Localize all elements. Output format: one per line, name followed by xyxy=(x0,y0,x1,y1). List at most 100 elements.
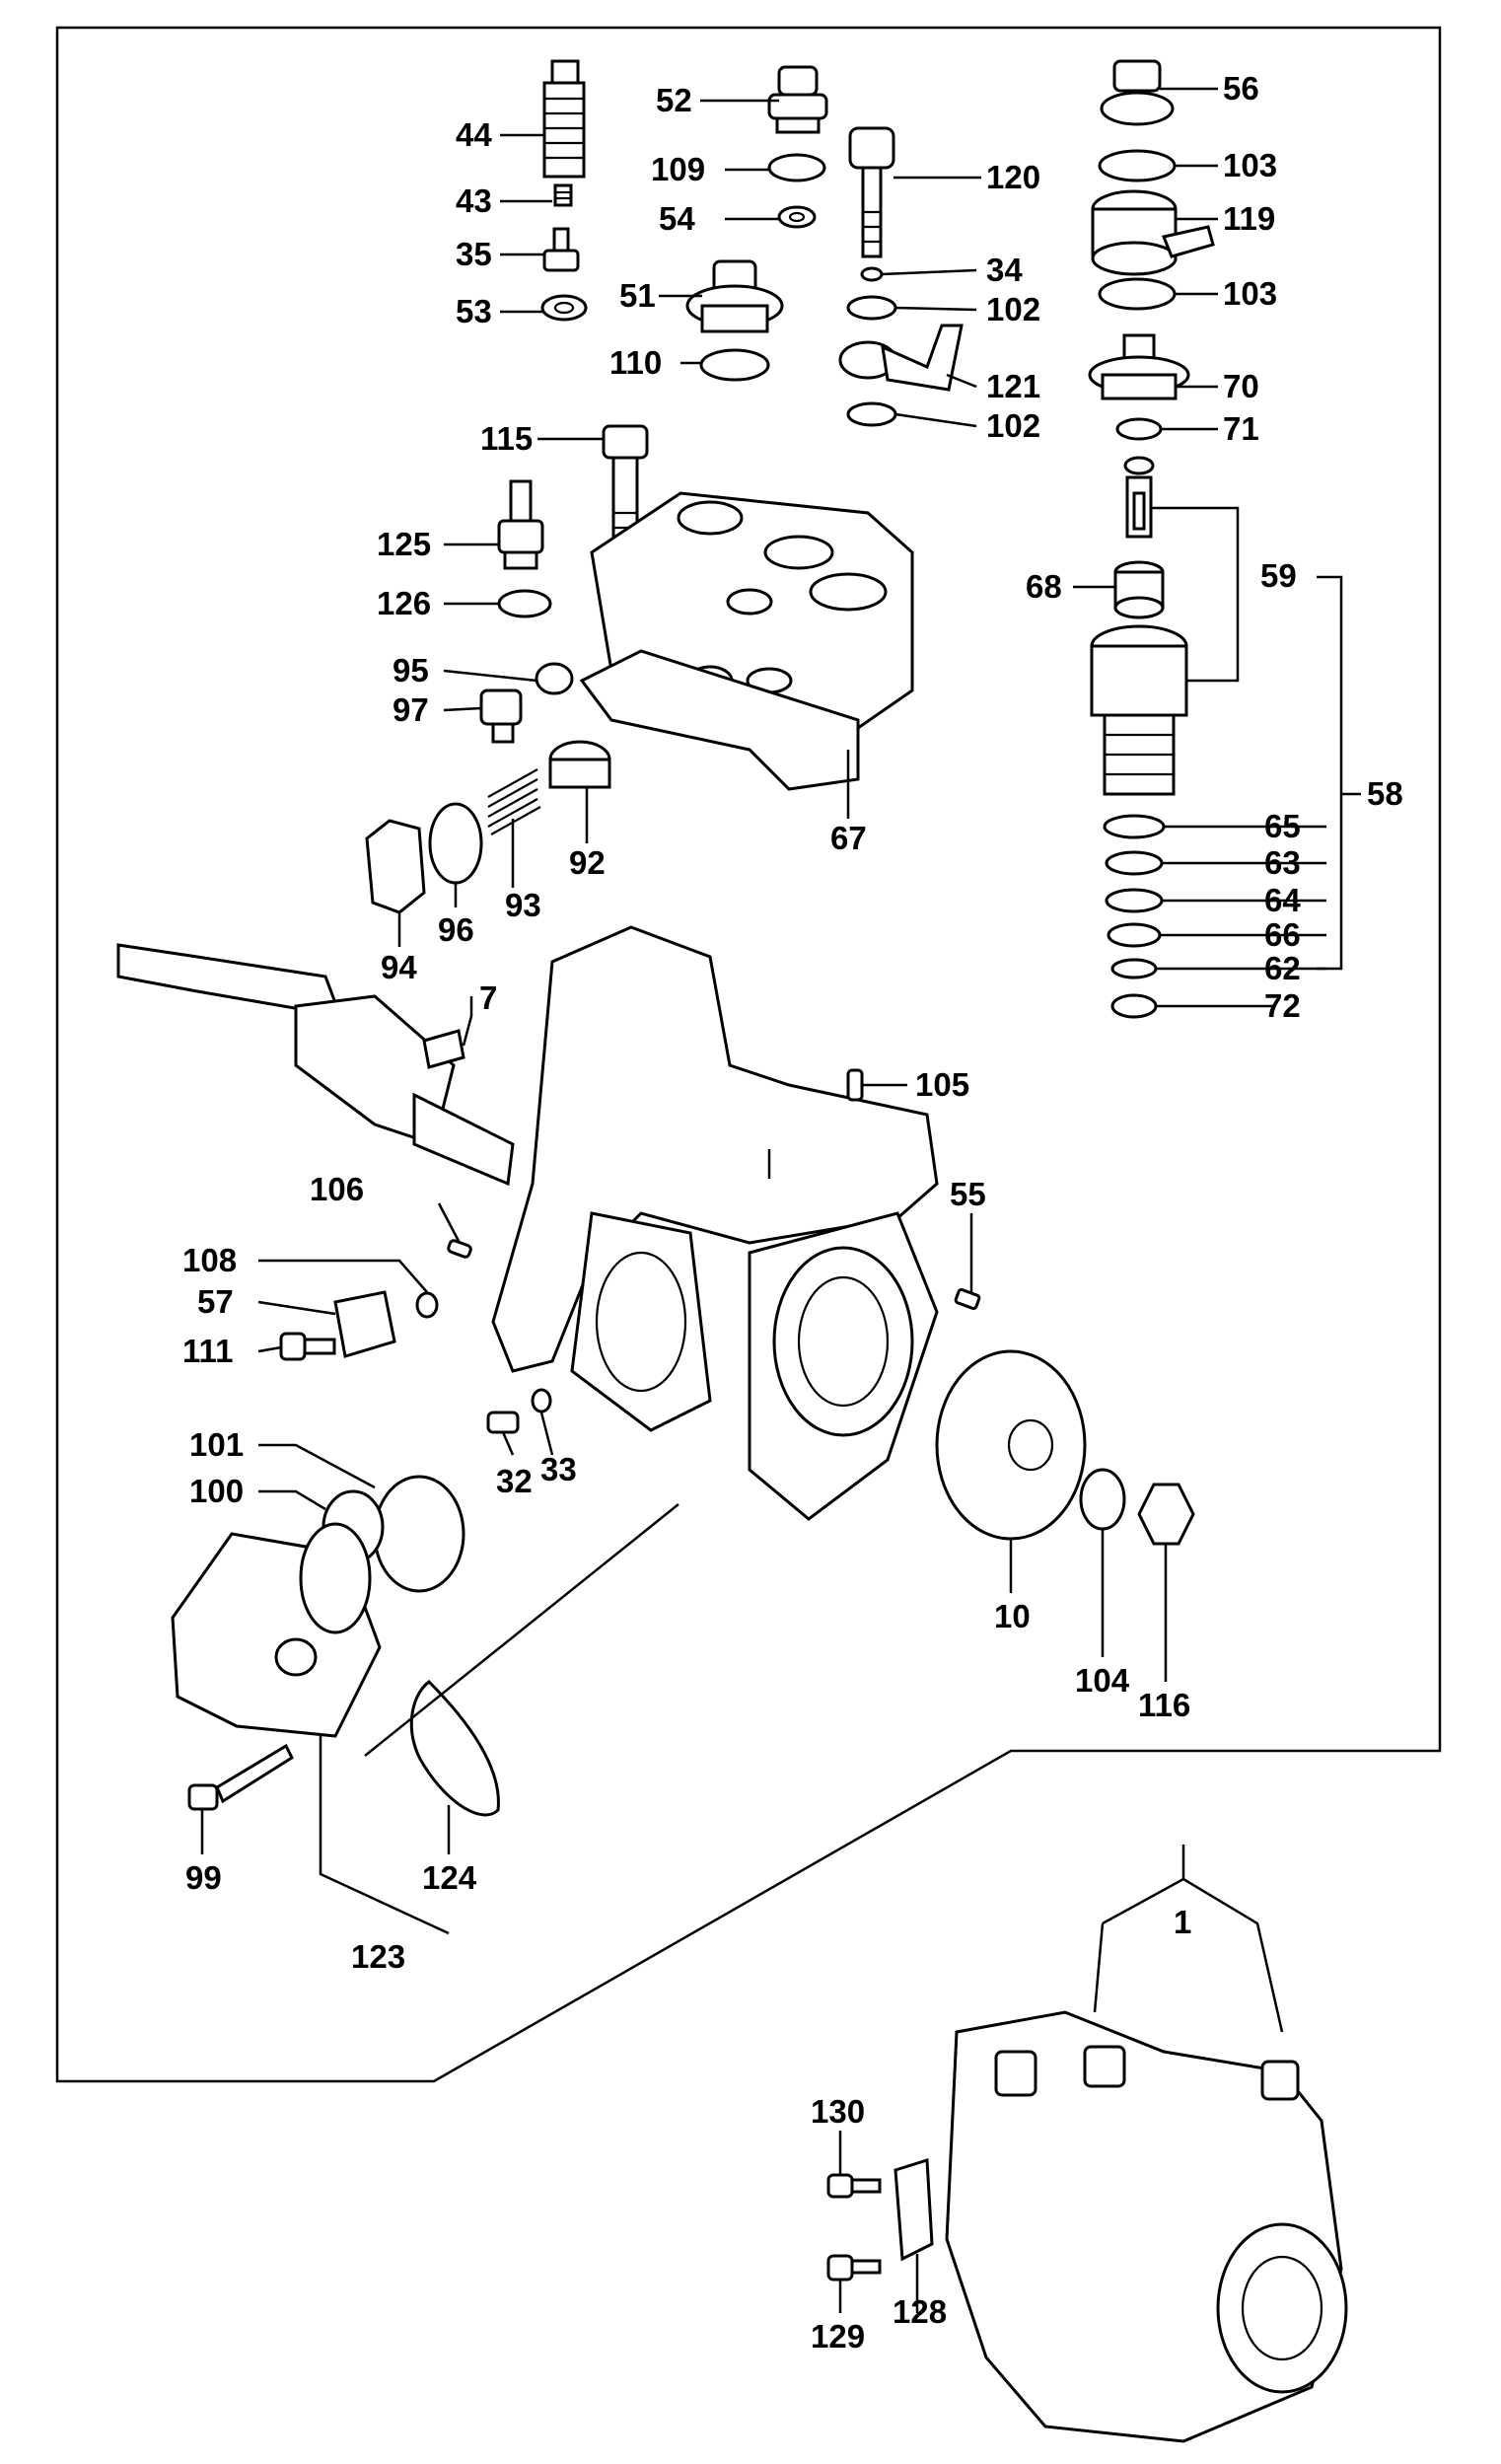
pump-housing xyxy=(491,925,939,1521)
part-32-screw xyxy=(486,1411,520,1434)
part-53-washer xyxy=(540,294,588,322)
part-102-gasket-upper xyxy=(846,295,897,321)
callout-125: 125 xyxy=(377,526,431,562)
callout-68: 68 xyxy=(1026,568,1062,605)
part-102-gasket-lower xyxy=(846,401,897,427)
callout-52: 52 xyxy=(656,82,692,118)
part-103-seal-upper xyxy=(1098,149,1177,182)
part-108-o-ring xyxy=(415,1291,439,1319)
part-109-o-ring xyxy=(767,153,826,182)
callout-104: 104 xyxy=(1075,1662,1130,1699)
callout-99: 99 xyxy=(185,1859,222,1896)
callout-126: 126 xyxy=(377,585,431,621)
callout-34: 34 xyxy=(986,252,1023,288)
callout-115: 115 xyxy=(480,420,533,457)
part-44-stud xyxy=(542,59,586,179)
callout-96: 96 xyxy=(438,911,474,948)
callout-102b: 102 xyxy=(986,407,1040,444)
callout-65: 65 xyxy=(1264,808,1301,844)
part-104-washer xyxy=(1079,1468,1126,1531)
part-125-fitting xyxy=(497,479,544,570)
callout-54: 54 xyxy=(659,200,695,237)
callout-116: 116 xyxy=(1138,1687,1190,1723)
callout-119: 119 xyxy=(1223,200,1275,237)
part-105-pin xyxy=(846,1068,864,1102)
part-56-plug xyxy=(1100,59,1175,126)
callout-105: 105 xyxy=(915,1066,969,1103)
callout-106: 106 xyxy=(310,1171,364,1207)
callout-51: 51 xyxy=(619,277,656,314)
part-121-banjo-fitting xyxy=(838,324,964,392)
callout-109: 109 xyxy=(651,151,705,187)
callout-62: 62 xyxy=(1264,950,1301,986)
part-52-plug xyxy=(767,65,828,134)
callout-59: 59 xyxy=(1260,557,1297,594)
part-126-washer xyxy=(497,589,552,618)
callout-58: 58 xyxy=(1367,775,1403,812)
callout-124: 124 xyxy=(422,1859,477,1896)
part-130-bolt xyxy=(826,2173,882,2199)
part-1-pump-assembly xyxy=(945,2010,1348,2443)
leader-lines xyxy=(200,87,1361,2313)
callout-129: 129 xyxy=(811,2318,865,2355)
part-59-barrel xyxy=(1090,624,1188,796)
callout-102a: 102 xyxy=(986,291,1040,327)
callout-110: 110 xyxy=(609,344,662,381)
callout-56: 56 xyxy=(1223,70,1259,107)
callout-44: 44 xyxy=(456,116,492,153)
part-106-pin xyxy=(447,1239,472,1259)
part-66-o-ring xyxy=(1107,922,1162,948)
part-35-valve xyxy=(542,227,580,272)
part-103-seal-lower xyxy=(1098,277,1177,311)
part-94-plug xyxy=(365,819,426,914)
part-59-plunger-element xyxy=(1123,456,1155,539)
callout-7: 7 xyxy=(479,979,497,1016)
callout-100: 100 xyxy=(189,1473,244,1509)
part-64-o-ring xyxy=(1105,888,1164,913)
callout-53: 53 xyxy=(456,293,492,329)
part-70-valve-holder xyxy=(1088,333,1190,400)
part-drive-shaft xyxy=(116,943,515,1187)
callout-94: 94 xyxy=(381,949,417,985)
callout-10: 10 xyxy=(994,1598,1031,1634)
callout-101: 101 xyxy=(189,1426,244,1463)
part-116-nut xyxy=(1137,1483,1195,1546)
part-57-plate xyxy=(333,1290,396,1358)
part-55-screw xyxy=(954,1288,981,1310)
part-124-gasket xyxy=(409,1680,500,1817)
part-119-union xyxy=(1091,189,1215,276)
callout-57: 57 xyxy=(197,1283,234,1320)
part-92-sleeve xyxy=(548,740,611,789)
callout-32: 32 xyxy=(496,1463,533,1499)
part-97-plug xyxy=(479,688,523,744)
callout-120: 120 xyxy=(986,159,1040,195)
part-72-washer xyxy=(1110,993,1158,1019)
part-93-spring xyxy=(487,768,541,835)
callout-66: 66 xyxy=(1264,916,1301,953)
part-54-washer xyxy=(777,205,817,229)
callout-33: 33 xyxy=(540,1451,577,1487)
part-101-o-ring xyxy=(373,1475,465,1593)
part-111-bolt xyxy=(279,1332,336,1361)
part-33-o-ring xyxy=(531,1388,552,1413)
part-67-gasket xyxy=(579,649,860,791)
exploded-view-boundary xyxy=(55,26,1442,2083)
callout-95: 95 xyxy=(393,652,429,688)
part-43-spring xyxy=(553,183,573,207)
callout-43: 43 xyxy=(456,182,492,219)
parts-drawings xyxy=(116,59,1348,2443)
part-65-o-ring xyxy=(1103,814,1166,839)
callout-72: 72 xyxy=(1264,987,1301,1024)
callout-108: 108 xyxy=(182,1242,237,1278)
part-71-o-ring xyxy=(1115,417,1163,441)
callout-labels: 44 43 35 53 52 109 54 51 110 120 34 102 … xyxy=(182,70,1403,2355)
callout-97: 97 xyxy=(393,691,429,728)
part-123-feed-pump xyxy=(171,1522,382,1738)
part-129-bolt xyxy=(826,2254,882,2282)
part-95-washer xyxy=(535,662,574,695)
callout-103b: 103 xyxy=(1223,275,1277,312)
part-51-plug xyxy=(685,259,784,333)
callout-128: 128 xyxy=(893,2293,947,2330)
callout-121: 121 xyxy=(986,368,1040,404)
